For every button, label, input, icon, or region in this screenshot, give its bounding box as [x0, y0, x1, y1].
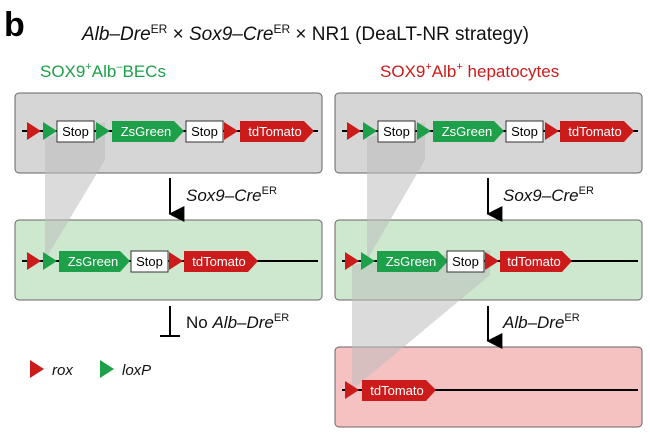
rox-site [345, 381, 359, 399]
tdtomato-gene [560, 121, 634, 142]
rox-site [347, 122, 361, 140]
rox-site [27, 252, 41, 270]
step-label-no-alb: No Alb–DreER [186, 312, 289, 332]
zsgreen-gene [59, 251, 130, 272]
left-excision-shade [45, 122, 105, 260]
loxp-site [43, 122, 57, 140]
loxp-site [363, 122, 377, 140]
legend-rox-icon [30, 360, 44, 378]
title-rest: × NR1 (DeaLT-NR strategy) [290, 24, 529, 45]
stop-box [56, 120, 95, 143]
step-label-sox9-right: Sox9–CreER [503, 185, 594, 205]
loxp-site [43, 252, 57, 270]
panel-letter: b [4, 6, 25, 44]
tdtomato-label: tdTomato [507, 254, 560, 269]
stop-box [185, 120, 224, 143]
tdtomato-label: tdTomato [370, 383, 423, 398]
zsgreen-gene [112, 121, 184, 142]
zsgreen-label: ZsGreen [121, 124, 172, 139]
loxp-site [361, 252, 375, 270]
zsgreen-gene [433, 121, 504, 142]
stop-box [130, 250, 169, 273]
tdtomato-gene [500, 251, 572, 272]
rox-site [485, 252, 499, 270]
title-part1: Alb–Dre [81, 24, 151, 45]
loxp-site [96, 122, 110, 140]
zsgreen-label: ZsGreen [386, 254, 437, 269]
title: Alb–DreER × Sox9–CreER × NR1 (DeaLT-NR s… [81, 22, 529, 45]
tdtomato-label: tdTomato [192, 254, 245, 269]
zsgreen-label: ZsGreen [442, 124, 493, 139]
stop-label: Stop [191, 124, 218, 139]
stop-label: Stop [511, 124, 538, 139]
rox-site [169, 252, 183, 270]
legend-rox-label: rox [52, 362, 73, 379]
right-excision-shade-lower [352, 250, 490, 390]
step-label-sox9-left: Sox9–CreER [186, 185, 277, 205]
legend-loxp-label: loxP [122, 362, 151, 379]
title-times1: × [167, 24, 189, 45]
tdtomato-gene [240, 121, 314, 142]
left-header: SOX9+Alb–BECs [40, 61, 166, 81]
right-excision-shade-upper [367, 122, 425, 260]
stop-label: Stop [383, 124, 410, 139]
title-part2: Sox9–Cre [189, 24, 274, 45]
right-header: SOX9+Alb+ hepatocytes [380, 61, 559, 81]
stop-label: Stop [452, 254, 479, 269]
title-sup1: ER [151, 22, 168, 36]
tdtomato-gene [362, 380, 436, 401]
rox-site [224, 122, 238, 140]
step-label-alb-right: Alb–DreER [502, 312, 580, 332]
tdtomato-label: tdTomato [568, 124, 621, 139]
rox-site [27, 122, 41, 140]
stop-box [446, 250, 485, 273]
legend-loxp-icon [100, 360, 114, 378]
stop-label: Stop [62, 124, 89, 139]
stop-box [377, 120, 416, 143]
zsgreen-gene [377, 251, 448, 272]
stop-label: Stop [136, 254, 163, 269]
rox-site [345, 252, 359, 270]
rox-site [545, 122, 559, 140]
tdtomato-gene [184, 251, 258, 272]
stop-box [505, 120, 544, 143]
tdtomato-label: tdTomato [248, 124, 301, 139]
zsgreen-label: ZsGreen [68, 254, 119, 269]
title-sup2: ER [273, 22, 290, 36]
loxp-site [417, 122, 431, 140]
